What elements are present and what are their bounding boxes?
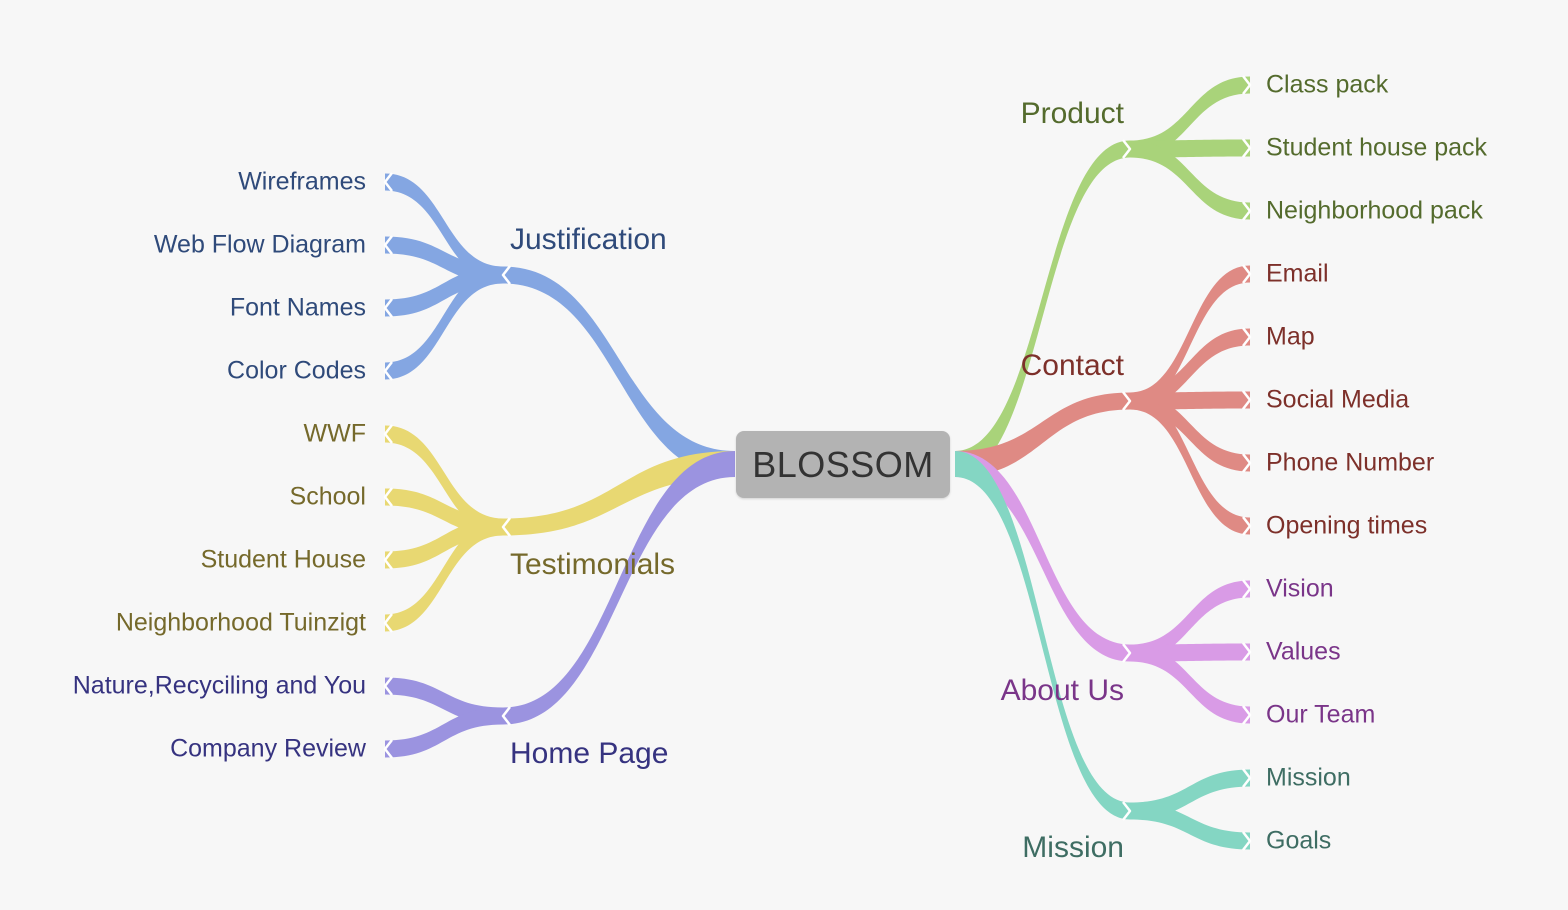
leaf-chevron-justification-1 — [383, 235, 393, 255]
leaf-label-product-1[interactable]: Student house pack — [1266, 133, 1487, 162]
leaf-chevron-testimonials-1 — [383, 487, 393, 507]
leaf-label-justification-3[interactable]: Color Codes — [227, 356, 366, 385]
branch-connector-testimonials — [503, 451, 735, 536]
branch-label-home-page[interactable]: Home Page — [510, 737, 669, 770]
leaf-chevron-product-2 — [1242, 201, 1252, 221]
branch-connector-contact — [955, 392, 1130, 477]
leaf-label-home-page-0[interactable]: Nature,Recyciling and You — [72, 671, 366, 700]
leaf-connector-mission-1 — [1130, 802, 1250, 850]
leaf-chevron-justification-0 — [383, 172, 393, 192]
leaf-connector-testimonials-0 — [385, 425, 503, 536]
leaf-label-contact-3[interactable]: Phone Number — [1266, 448, 1435, 477]
leaf-chevron-product-1 — [1242, 138, 1252, 158]
leaf-connector-about-us-2 — [1130, 644, 1250, 724]
branch-chevron-testimonials — [501, 517, 511, 537]
branch-label-product[interactable]: Product — [1020, 97, 1124, 130]
leaf-label-justification-1[interactable]: Web Flow Diagram — [153, 230, 366, 259]
leaf-connector-testimonials-3 — [385, 518, 503, 632]
leaf-chevron-justification-2 — [383, 298, 393, 318]
leaf-chevron-testimonials-2 — [383, 550, 393, 570]
leaf-connector-justification-3 — [385, 266, 503, 380]
leaf-chevron-testimonials-0 — [383, 424, 393, 444]
leaf-connector-product-2 — [1130, 140, 1250, 220]
leaf-connector-contact-1 — [1130, 328, 1250, 410]
root-node[interactable]: BLOSSOM — [736, 431, 950, 498]
leaf-label-contact-2[interactable]: Social Media — [1266, 385, 1410, 414]
leaf-label-contact-1[interactable]: Map — [1266, 322, 1315, 351]
leaf-chevron-product-0 — [1242, 75, 1252, 95]
leaf-label-justification-2[interactable]: Font Names — [229, 293, 366, 322]
leaf-chevron-about-us-0 — [1242, 579, 1252, 599]
leaf-chevron-mission-0 — [1242, 768, 1252, 788]
leaf-label-product-2[interactable]: Neighborhood pack — [1266, 196, 1483, 225]
leaf-label-contact-4[interactable]: Opening times — [1266, 511, 1428, 540]
leaf-label-testimonials-1[interactable]: School — [289, 482, 366, 511]
leaf-connector-justification-0 — [385, 173, 503, 284]
leaf-chevron-home-page-0 — [383, 676, 393, 696]
branch-chevron-product — [1122, 139, 1132, 159]
branch-chevron-about-us — [1122, 643, 1132, 663]
leaf-chevron-contact-1 — [1242, 327, 1252, 347]
leaf-connector-home-page-1 — [385, 707, 503, 758]
leaf-connector-contact-0 — [1130, 265, 1250, 410]
branch-connector-mission — [955, 451, 1130, 820]
branch-chevron-home-page — [501, 706, 511, 726]
branch-label-contact[interactable]: Contact — [1020, 349, 1124, 382]
leaf-chevron-home-page-1 — [383, 739, 393, 759]
leaf-label-contact-0[interactable]: Email — [1266, 259, 1329, 288]
leaf-label-mission-0[interactable]: Mission — [1266, 763, 1351, 792]
branch-connector-justification — [503, 266, 735, 477]
leaf-label-mission-1[interactable]: Goals — [1266, 826, 1332, 855]
branch-chevron-contact — [1122, 391, 1132, 411]
leaf-label-about-us-0[interactable]: Vision — [1266, 574, 1334, 603]
leaf-label-home-page-1[interactable]: Company Review — [170, 734, 366, 763]
leaf-label-testimonials-0[interactable]: WWF — [303, 419, 366, 448]
leaf-chevron-contact-4 — [1242, 516, 1252, 536]
leaf-label-testimonials-3[interactable]: Neighborhood Tuinzigt — [115, 608, 366, 637]
branch-label-about-us[interactable]: About Us — [1000, 674, 1124, 707]
branch-connector-product — [955, 140, 1130, 477]
branch-connector-about-us — [955, 451, 1130, 662]
leaf-chevron-contact-2 — [1242, 390, 1252, 410]
branch-label-mission[interactable]: Mission — [1022, 831, 1124, 864]
leaf-label-about-us-2[interactable]: Our Team — [1266, 700, 1376, 729]
leaf-chevron-testimonials-3 — [383, 613, 393, 633]
branch-label-testimonials[interactable]: Testimonials — [510, 548, 676, 581]
branch-label-justification[interactable]: Justification — [510, 223, 667, 256]
leaf-label-testimonials-2[interactable]: Student House — [200, 545, 366, 574]
leaf-connector-product-0 — [1130, 76, 1250, 158]
leaf-label-justification-0[interactable]: Wireframes — [238, 167, 366, 196]
leaf-label-about-us-1[interactable]: Values — [1266, 637, 1341, 666]
leaf-chevron-about-us-1 — [1242, 642, 1252, 662]
leaf-chevron-justification-3 — [383, 361, 393, 381]
leaf-chevron-contact-3 — [1242, 453, 1252, 473]
branch-connector-home-page — [503, 451, 735, 725]
leaf-chevron-about-us-2 — [1242, 705, 1252, 725]
leaf-chevron-contact-0 — [1242, 264, 1252, 284]
branch-chevron-justification — [501, 265, 511, 285]
leaf-connector-contact-4 — [1130, 392, 1250, 535]
leaf-label-product-0[interactable]: Class pack — [1266, 70, 1389, 99]
branch-chevron-mission — [1122, 801, 1132, 821]
leaf-chevron-mission-1 — [1242, 831, 1252, 851]
leaf-connector-about-us-0 — [1130, 580, 1250, 662]
